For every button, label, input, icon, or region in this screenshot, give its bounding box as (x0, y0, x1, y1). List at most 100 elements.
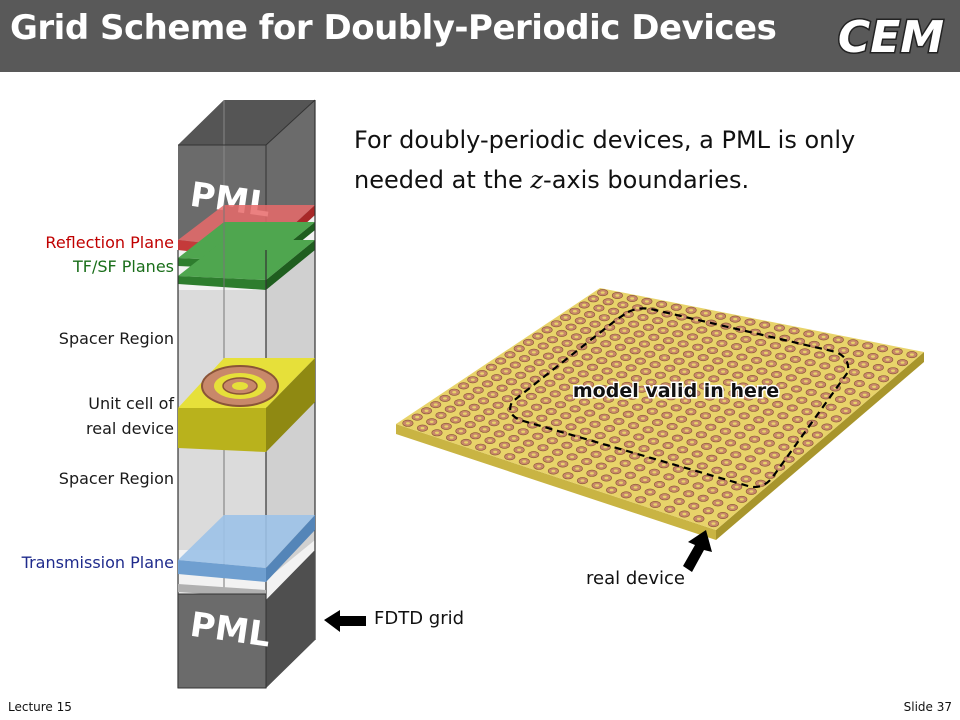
device-ring-hole (866, 374, 871, 377)
device-ring-hole (738, 434, 742, 437)
device-ring-hole (734, 345, 739, 348)
device-ring-hole (674, 306, 679, 309)
device-ring-hole (541, 446, 545, 449)
device-ring-hole (719, 449, 724, 452)
device-ring-hole (443, 397, 447, 400)
explanation-line1: For doubly-periodic devices, a PML is on… (354, 126, 856, 154)
unit-cell-label-line1: Unit cell of (88, 394, 174, 413)
device-ring-hole (729, 473, 734, 476)
device-ring-hole (834, 417, 839, 421)
device-ring-hole (851, 341, 855, 344)
device-ring-hole (488, 439, 492, 442)
device-ring-hole (575, 467, 580, 470)
explanation-line2-start: needed at the (354, 166, 531, 194)
device-ring-hole (480, 372, 485, 375)
device-ring-hole (704, 445, 709, 448)
device-ring-hole (543, 399, 548, 402)
device-ring-hole (557, 375, 562, 378)
device-ring-hole (745, 366, 750, 369)
device-ring-hole (677, 500, 682, 503)
device-ring-hole (798, 369, 803, 372)
device-ring-hole (649, 381, 654, 384)
device-ring-hole (718, 315, 723, 318)
device-ring-hole (774, 373, 779, 376)
device-ring-hole (622, 431, 627, 434)
cem-logo: CEM (836, 11, 945, 63)
device-ring-hole (462, 412, 467, 415)
device-ring-hole (522, 460, 527, 463)
device-ring-hole (721, 370, 726, 373)
device-ring-hole (645, 398, 649, 402)
device-ring-hole (881, 377, 886, 380)
device-ring-hole (472, 406, 477, 409)
device-ring-hole (589, 472, 594, 475)
device-ring-hole (687, 381, 692, 384)
device-ring-hole (909, 353, 914, 356)
device-ring-hole (655, 421, 660, 424)
device-ring-hole (511, 437, 516, 440)
device-ring-hole (571, 379, 576, 382)
device-ring-hole (635, 306, 640, 310)
device-ring-hole (623, 356, 628, 359)
device-ring-hole (682, 370, 687, 373)
device-ring-hole (598, 434, 603, 437)
device-ring-hole (514, 391, 519, 394)
tfsf-planes-label: TF/SF Planes (72, 257, 174, 276)
device-ring-hole (871, 355, 875, 358)
device-ring-hole (796, 449, 801, 453)
device-ring-hole (580, 479, 585, 482)
device-array: model valid in here (396, 288, 924, 540)
device-ring-hole (876, 366, 881, 369)
device-ring-hole (507, 455, 512, 458)
device-ring-hole (690, 441, 694, 444)
device-ring-hole (730, 506, 735, 509)
device-ring-hole (651, 440, 656, 443)
device-ring-hole (714, 437, 718, 440)
device-ring-hole (853, 401, 858, 405)
device-ring-hole (535, 435, 540, 438)
device-ring-hole (608, 457, 613, 460)
device-ring-hole (673, 377, 678, 380)
device-ring-hole (546, 354, 551, 358)
device-ring-hole (699, 433, 704, 436)
device-ring-hole (584, 460, 589, 463)
device-ring-hole (803, 380, 808, 383)
device-ring-hole (636, 435, 641, 439)
device-ring-hole (690, 335, 695, 339)
device-ring-hole (714, 469, 719, 472)
reflection-plane-label: Reflection Plane (45, 233, 174, 252)
device-ring-hole (699, 328, 704, 332)
device-ring-hole (555, 451, 560, 454)
device-ring-hole (622, 329, 627, 332)
device-ring-hole (862, 393, 867, 396)
title-bar: Grid Scheme for Doubly-Periodic Devices … (0, 0, 960, 72)
device-ring-hole (711, 522, 716, 525)
device-ring-hole (533, 378, 538, 381)
device-ring-hole (819, 414, 824, 417)
device-ring-hole (678, 388, 683, 391)
device-ring-hole (784, 365, 788, 369)
device-ring-hole (657, 483, 662, 486)
device-ring-hole (671, 456, 676, 459)
device-ring-hole (749, 348, 754, 351)
device-ring-hole (779, 384, 784, 387)
device-ring-hole (555, 348, 560, 351)
device-ring-hole (724, 461, 729, 464)
device-ring-hole (569, 425, 573, 429)
device-ring-hole (822, 364, 827, 368)
device-ring-hole (726, 381, 731, 384)
device-ring-hole (720, 481, 725, 484)
device-ring-hole (655, 319, 660, 322)
device-ring-hole (623, 462, 628, 465)
device-ring-hole (573, 407, 578, 411)
transmission-plane-label: Transmission Plane (21, 553, 174, 572)
device-ring-hole (595, 484, 600, 487)
device-ring-hole (748, 320, 752, 324)
device-ring-hole (453, 418, 458, 422)
device-ring-hole (790, 406, 795, 410)
device-ring-hole (689, 309, 694, 312)
device-ring-hole (594, 349, 599, 352)
device-ring-hole (439, 414, 443, 417)
device-ring-hole (758, 482, 763, 485)
device-ring-hole (732, 422, 737, 425)
